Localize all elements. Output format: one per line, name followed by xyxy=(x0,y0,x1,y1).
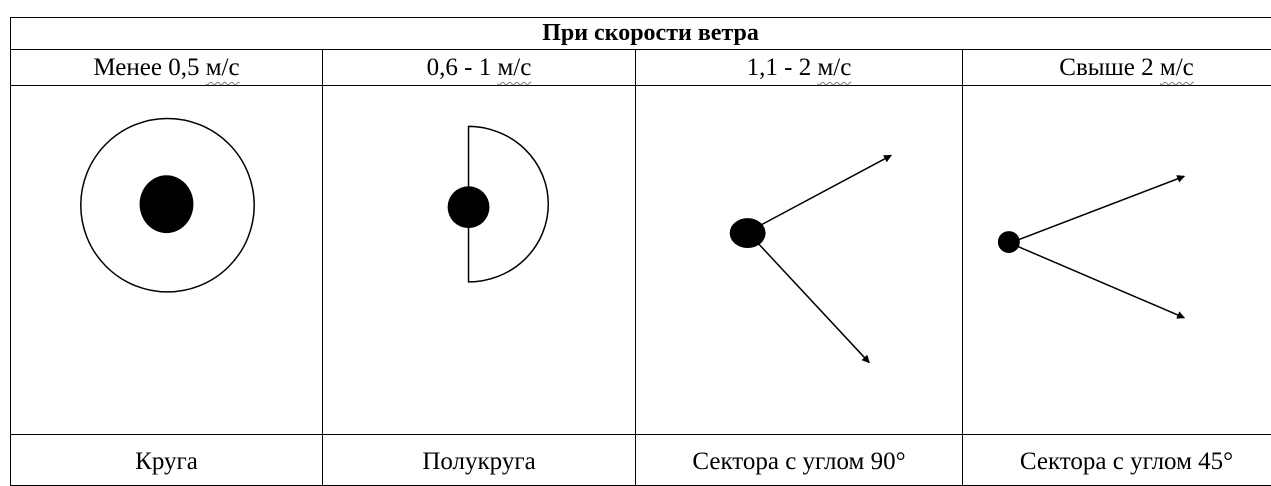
source-dot xyxy=(730,218,766,248)
wind-speed-zone-table: При скорости ветра Менее 0,5 м/с 0,6 - 1… xyxy=(10,17,1271,486)
table-title: При скорости ветра xyxy=(11,18,1271,50)
sector-45-zone-icon xyxy=(963,86,1271,434)
figure-cell xyxy=(323,86,636,435)
sector-arrow-lower xyxy=(1010,243,1184,318)
speed-value: Свыше 2 xyxy=(1059,54,1153,81)
source-dot xyxy=(998,231,1020,253)
zone-label: Сектора с углом 90° xyxy=(636,435,963,486)
speed-cell: Свыше 2 м/с xyxy=(963,50,1271,86)
zone-label: Сектора с углом 45° xyxy=(963,435,1271,486)
full-circle-zone-icon xyxy=(11,86,322,434)
zone-label: Полукруга xyxy=(323,435,636,486)
sector-arrow-lower xyxy=(748,232,870,363)
sector-90-zone-icon xyxy=(636,86,962,434)
speed-unit: м/с xyxy=(497,54,531,81)
speed-header-row: Менее 0,5 м/с 0,6 - 1 м/с 1,1 - 2 м/с Св… xyxy=(11,50,1271,86)
figure-cell xyxy=(963,86,1271,435)
figure-row xyxy=(11,86,1271,435)
speed-unit: м/с xyxy=(206,54,240,81)
source-dot xyxy=(140,175,194,233)
half-circle-zone-icon xyxy=(323,86,635,434)
speed-unit: м/с xyxy=(1160,54,1194,81)
table-title-row: При скорости ветра xyxy=(11,18,1271,50)
speed-cell: 0,6 - 1 м/с xyxy=(323,50,636,86)
zone-label-row: Круга Полукруга Сектора с углом 90° Сект… xyxy=(11,435,1271,486)
zone-label: Круга xyxy=(11,435,323,486)
source-dot xyxy=(448,186,490,228)
speed-cell: 1,1 - 2 м/с xyxy=(636,50,963,86)
speed-cell: Менее 0,5 м/с xyxy=(11,50,323,86)
figure-cell xyxy=(11,86,323,435)
speed-value: Менее 0,5 xyxy=(93,54,199,81)
speed-value: 1,1 - 2 xyxy=(747,54,812,81)
speed-value: 0,6 - 1 xyxy=(427,54,492,81)
sector-arrow-upper xyxy=(1010,176,1184,243)
sector-arrow-upper xyxy=(748,155,892,232)
speed-unit: м/с xyxy=(817,54,851,81)
figure-cell xyxy=(636,86,963,435)
